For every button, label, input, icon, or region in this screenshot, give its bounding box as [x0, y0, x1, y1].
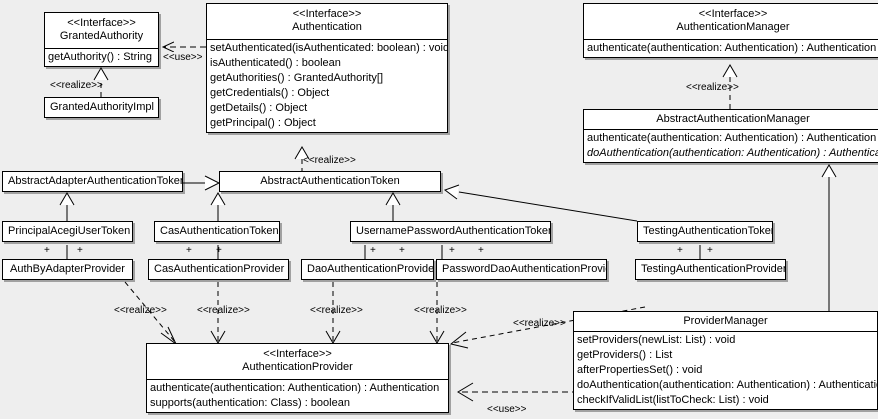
- class-granted-authority-impl[interactable]: GrantedAuthorityImpl: [44, 97, 159, 118]
- class-password-dao-authentication-provider[interactable]: PasswordDaoAuthenticationProvider: [436, 259, 607, 280]
- edge-label-realize-granted-authority-impl: <<realize>>: [50, 80, 103, 91]
- class-name: DaoAuthenticationProvider: [307, 263, 434, 275]
- member-row: isAuthenticated() : boolean: [210, 57, 341, 69]
- stereotype-label: <<Interface>>: [263, 348, 332, 360]
- class-abstract-authentication-token[interactable]: AbstractAuthenticationToken: [219, 171, 441, 192]
- multiplicity-marker: +: [370, 245, 376, 256]
- edge-label-realize-provider-manager: <<realize>>: [513, 318, 566, 329]
- divider: [584, 129, 878, 130]
- multiplicity-marker: +: [478, 245, 484, 256]
- class-header: <<Interface>> GrantedAuthority: [45, 13, 158, 48]
- class-testing-authentication-provider[interactable]: TestingAuthenticationProvider: [635, 259, 786, 280]
- member-row: setProviders(newList: List) : void: [577, 334, 736, 346]
- class-name: AuthenticationProvider: [242, 361, 353, 373]
- members-compartment: setAuthenticated(isAuthenticated: boolea…: [207, 40, 447, 132]
- multiplicity-marker: +: [449, 245, 455, 256]
- class-username-password-authentication-token[interactable]: UsernamePasswordAuthenticationToken: [350, 221, 551, 242]
- members-compartment: setProviders(newList: List) : void getPr…: [574, 332, 877, 409]
- class-name: AbstractAuthenticationManager: [656, 113, 810, 125]
- member-row: afterPropertiesSet() : void: [577, 364, 703, 376]
- edge-adapter-token-to-abstract-token: [183, 175, 221, 191]
- class-dao-authentication-provider[interactable]: DaoAuthenticationProvider: [301, 259, 434, 280]
- class-header: <<Interface>> AuthenticationManager: [584, 4, 878, 39]
- multiplicity-marker: +: [677, 245, 683, 256]
- edge-generalize-username-password-token: [385, 192, 401, 221]
- edge-generalize-principal-acegi-user-token: [59, 192, 75, 221]
- member-row: doAuthentication(authentication: Authent…: [577, 379, 878, 391]
- members-compartment: authenticate(authentication: Authenticat…: [147, 380, 448, 412]
- edge-label-realize-cas-authentication-provider: <<realize>>: [197, 305, 250, 316]
- class-name: CasAuthenticationToken: [160, 225, 279, 237]
- edge-generalize-cas-authentication-token: [210, 192, 226, 221]
- edge-label-use-provider-manager: <<use>>: [487, 404, 527, 415]
- member-row: getPrincipal() : Object: [210, 117, 316, 129]
- member-row: doAuthentication(authentication: Authent…: [587, 147, 878, 159]
- class-name: GrantedAuthority: [59, 30, 144, 42]
- member-row: authenticate(authentication: Authenticat…: [587, 42, 877, 54]
- class-name: AuthByAdapterProvider: [10, 263, 125, 275]
- edge-label-realize-abstract-authentication-manager: <<realize>>: [686, 82, 739, 93]
- class-name: AbstractAuthenticationToken: [260, 175, 400, 187]
- edge-label-realize-auth-by-adapter-provider: <<realize>>: [114, 305, 167, 316]
- edge-label-realize-abstract-authentication-token: <<realize>>: [303, 155, 356, 166]
- members-compartment: getAuthority() : String: [45, 49, 158, 66]
- multiplicity-marker: +: [77, 245, 83, 256]
- multiplicity-marker: +: [216, 245, 222, 256]
- class-name: PrincipalAcegiUserToken: [8, 225, 131, 237]
- class-name: ProviderManager: [683, 315, 768, 327]
- edge-label-realize-dao-authentication-provider: <<realize>>: [310, 305, 363, 316]
- class-name: AbstractAdapterAuthenticationToken: [8, 175, 183, 187]
- class-name: PasswordDaoAuthenticationProvider: [442, 263, 607, 275]
- multiplicity-marker: +: [44, 245, 50, 256]
- member-row: authenticate(authentication: Authenticat…: [150, 382, 440, 394]
- class-testing-authentication-token[interactable]: TestingAuthenticationToken: [637, 221, 773, 242]
- edge-label-realize-password-dao-authentication-provider: <<realize>>: [414, 305, 467, 316]
- edge-label-use-granted-authority: <<use>>: [163, 52, 203, 63]
- multiplicity-marker: +: [399, 245, 405, 256]
- class-header: <<Interface>> Authentication: [207, 4, 447, 39]
- stereotype-label: <<Interface>>: [698, 8, 768, 20]
- divider: [147, 379, 448, 380]
- divider: [584, 39, 878, 40]
- member-row: supports(authentication: Class) : boolea…: [150, 397, 350, 409]
- member-row: getAuthorities() : GrantedAuthority[]: [210, 72, 384, 84]
- edge-generalize-testing-authentication-token: [443, 184, 638, 222]
- class-name: Authentication: [292, 21, 362, 33]
- member-row: getCredentials() : Object: [210, 87, 330, 99]
- member-row: checkIfValidList(listToCheck: List) : vo…: [577, 394, 769, 406]
- class-name: TestingAuthenticationToken: [643, 225, 773, 237]
- class-abstract-adapter-authentication-token[interactable]: AbstractAdapterAuthenticationToken: [2, 171, 183, 192]
- class-name: CasAuthenticationProvider: [154, 263, 285, 275]
- edge-generalize-provider-manager: [821, 164, 837, 311]
- members-compartment: authenticate(authentication: Authenticat…: [584, 130, 878, 162]
- divider: [574, 331, 877, 332]
- member-row: setAuthenticated(isAuthenticated: boolea…: [210, 42, 448, 54]
- class-name: AuthenticationManager: [676, 21, 790, 33]
- class-name: TestingAuthenticationProvider: [641, 263, 786, 275]
- stereotype-label: <<Interface>>: [292, 8, 362, 20]
- multiplicity-marker: +: [707, 245, 713, 256]
- class-granted-authority[interactable]: <<Interface>> GrantedAuthority getAuthor…: [44, 12, 159, 67]
- divider: [207, 39, 447, 40]
- member-row: authenticate(authentication: Authenticat…: [587, 132, 877, 144]
- member-row: getAuthority() : String: [48, 51, 152, 63]
- class-name: GrantedAuthorityImpl: [50, 101, 154, 113]
- class-authentication-manager[interactable]: <<Interface>> AuthenticationManager auth…: [583, 3, 878, 58]
- member-row: getDetails() : Object: [210, 102, 308, 114]
- member-row: getProviders() : List: [577, 349, 673, 361]
- class-cas-authentication-token[interactable]: CasAuthenticationToken: [154, 221, 280, 242]
- members-compartment: authenticate(authentication: Authenticat…: [584, 40, 878, 57]
- divider: [45, 48, 158, 49]
- class-authentication[interactable]: <<Interface>> Authentication setAuthenti…: [206, 3, 448, 133]
- class-name: UsernamePasswordAuthenticationToken: [356, 225, 551, 237]
- class-abstract-authentication-manager[interactable]: AbstractAuthenticationManager authentica…: [583, 109, 878, 163]
- multiplicity-marker: +: [186, 245, 192, 256]
- stereotype-label: <<Interface>>: [67, 17, 136, 29]
- class-cas-authentication-provider[interactable]: CasAuthenticationProvider: [148, 259, 289, 280]
- class-auth-by-adapter-provider[interactable]: AuthByAdapterProvider: [2, 259, 133, 280]
- class-header: <<Interface>> AuthenticationProvider: [147, 344, 448, 379]
- class-provider-manager[interactable]: ProviderManager setProviders(newList: Li…: [573, 311, 878, 410]
- class-principal-acegi-user-token[interactable]: PrincipalAcegiUserToken: [2, 221, 133, 242]
- class-authentication-provider[interactable]: <<Interface>> AuthenticationProvider aut…: [146, 343, 449, 413]
